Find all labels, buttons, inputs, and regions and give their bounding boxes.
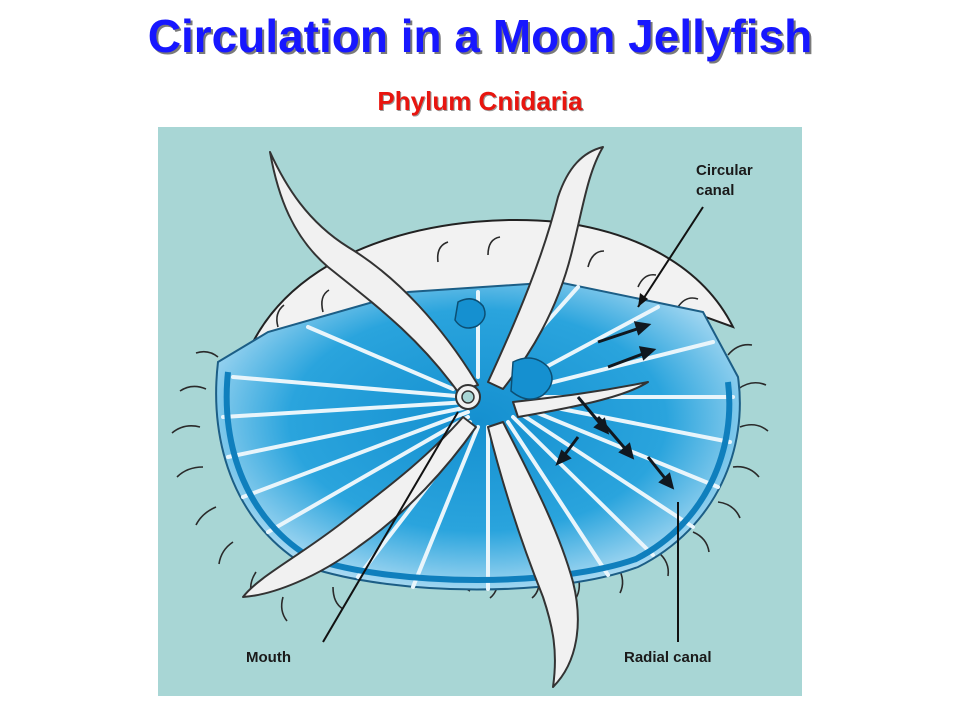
jellyfish-diagram: Circular canal Mouth Radial canal bbox=[158, 127, 802, 696]
label-radial-canal: Radial canal bbox=[624, 649, 712, 666]
flow-arrows bbox=[555, 321, 675, 490]
leader-lines bbox=[322, 206, 704, 643]
oral-arms bbox=[242, 146, 649, 688]
circular-canal bbox=[223, 371, 733, 583]
label-circular-canal-line2: canal bbox=[696, 182, 734, 199]
page-subtitle: Phylum Cnidaria bbox=[377, 86, 583, 116]
gastric-pouches bbox=[454, 298, 553, 400]
circular-canal-leader bbox=[637, 206, 704, 308]
label-mouth: Mouth bbox=[246, 649, 291, 666]
mouth-leader bbox=[322, 411, 459, 643]
circular-canal-arrowhead bbox=[638, 293, 648, 307]
label-circular-canal-line1: Circular bbox=[696, 162, 753, 179]
mouth-inner bbox=[461, 390, 475, 404]
page-title: Circulation in a Moon Jellyfish bbox=[147, 10, 813, 62]
jellyfish-illustration: Circular canal Mouth Radial canal bbox=[171, 146, 769, 688]
